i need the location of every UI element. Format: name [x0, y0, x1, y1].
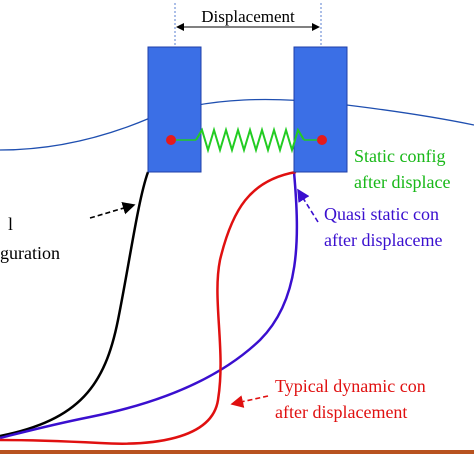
spring-node-right — [317, 135, 327, 145]
dynamic-label-line2: after displacement — [275, 402, 407, 422]
spring-node-left — [166, 135, 176, 145]
dynamic-configuration-curve — [0, 170, 297, 445]
initial-label-arrow — [89, 202, 136, 219]
static-label-line2: after displace — [354, 172, 450, 192]
initial-label-line1: l — [8, 214, 13, 234]
initial-label-line2: guration — [0, 243, 60, 263]
spring-icon — [195, 126, 305, 154]
quasi-static-label-line1: Quasi static con — [324, 204, 439, 224]
wave-line — [0, 98, 474, 151]
quasi-static-label-line2: after displaceme — [324, 230, 442, 250]
static-label-line1: Static config — [354, 146, 445, 166]
initial-block — [147, 46, 202, 173]
dynamic-label-arrow — [230, 395, 269, 408]
quasi-static-label-arrow — [297, 188, 319, 223]
dynamic-label-line1: Typical dynamic con — [275, 376, 426, 396]
initial-configuration-curve — [0, 171, 150, 438]
displacement-label: Displacement — [201, 7, 295, 26]
quasi-static-configuration-curve — [0, 171, 299, 440]
displaced-block — [293, 46, 348, 173]
